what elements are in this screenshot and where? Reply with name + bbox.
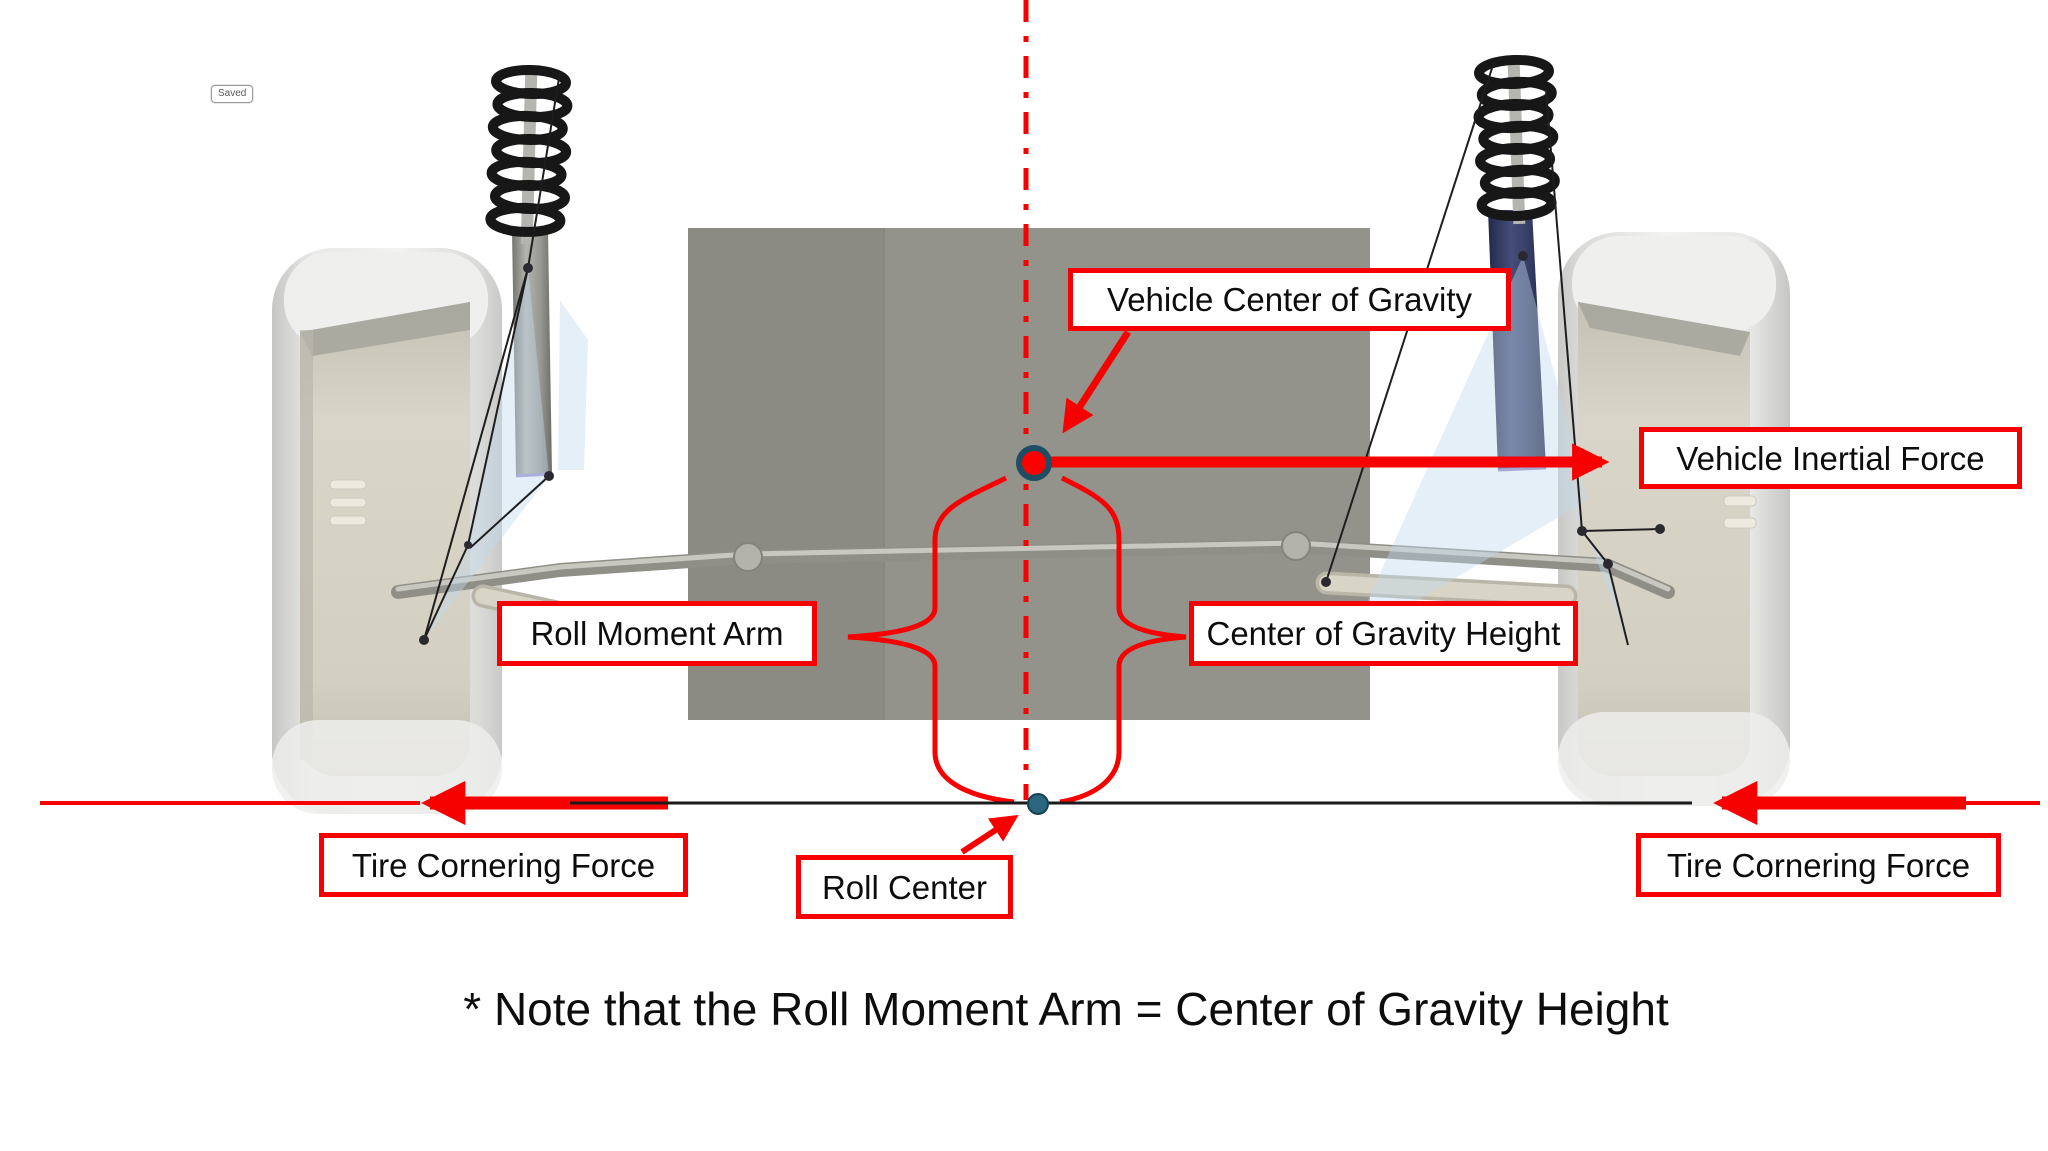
anti-roll-bar: [391, 531, 1675, 599]
saved-status-badge[interactable]: Saved: [211, 85, 254, 103]
left-tire: [272, 248, 502, 814]
center-of-gravity-point: [1016, 445, 1052, 481]
label-center-of-gravity-height: Center of Gravity Height: [1189, 601, 1578, 666]
label-tire-cornering-force-right: Tire Cornering Force: [1636, 833, 2001, 897]
construction-planes: [424, 256, 1628, 645]
label-vehicle-center-of-gravity: Vehicle Center of Gravity: [1068, 268, 1511, 331]
footnote: * Note that the Roll Moment Arm = Center…: [463, 983, 1669, 1035]
construction-joints: [419, 251, 1665, 645]
roll-center-arrow: [960, 814, 1019, 855]
roll-center-point: [1027, 793, 1049, 815]
label-vehicle-inertial-force: Vehicle Inertial Force: [1639, 427, 2022, 489]
cg-label-arrow: [1062, 330, 1131, 434]
roll-moment-brace: [847, 475, 1187, 805]
label-roll-moment-arm: Roll Moment Arm: [497, 601, 817, 666]
label-tire-cornering-force-left: Tire Cornering Force: [319, 833, 688, 897]
right-coil-spring: [1473, 54, 1560, 225]
label-roll-center: Roll Center: [796, 855, 1013, 919]
left-coil-spring: [485, 64, 573, 245]
right-tire: [1558, 232, 1790, 806]
